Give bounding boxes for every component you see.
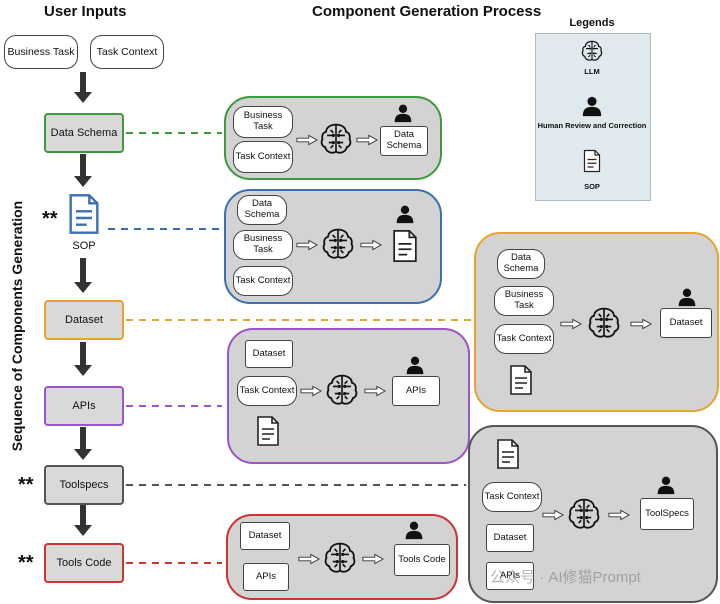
flow-arrow-shaft — [80, 505, 86, 527]
human-review-icon — [656, 475, 676, 495]
step-sop-label: SOP — [72, 240, 96, 252]
user-inputs-heading: User Inputs — [44, 3, 127, 20]
panel-input-task-context: Task Context — [494, 324, 554, 354]
process-heading: Component Generation Process — [312, 3, 542, 20]
arrow-right-icon — [542, 509, 564, 521]
llm-brain-icon — [320, 226, 356, 262]
panel-input-apis: APIs — [486, 562, 534, 590]
step-data-schema: Data Schema — [44, 113, 124, 153]
flow-arrow-head — [74, 176, 92, 187]
legend-sop-label: SOP — [584, 182, 600, 191]
llm-brain-icon — [586, 305, 622, 341]
flow-arrow-head — [74, 525, 92, 536]
flow-arrow-head — [74, 365, 92, 376]
arrow-right-icon — [356, 134, 378, 146]
flow-arrow-shaft — [80, 258, 86, 284]
arrow-right-icon — [362, 553, 384, 565]
panel-input-business-task: Business Task — [494, 286, 554, 316]
sop-doc-icon — [509, 362, 533, 398]
arrow-right-icon — [560, 318, 582, 330]
input-task-context: Task Context — [90, 35, 164, 69]
panel-input-dataset: Dataset — [245, 340, 293, 368]
human-review-icon — [395, 204, 415, 224]
step-tools-code: Tools Code — [44, 543, 124, 583]
human-review-icon — [393, 103, 413, 123]
legend-doc-icon — [583, 147, 601, 175]
panel-input-dataset: Dataset — [486, 524, 534, 552]
arrow-right-icon — [298, 553, 320, 565]
arrow-right-icon — [360, 239, 382, 251]
panel-input-data-schema: Data Schema — [237, 195, 287, 225]
flow-arrow-head — [74, 282, 92, 293]
legend-human-label: Human Review and Correction — [537, 121, 647, 130]
sop-stars: ** — [42, 208, 58, 230]
panel-input-task-context: Task Context — [237, 376, 297, 406]
sop-doc-icon — [496, 436, 520, 472]
panel-input-business-task: Business Task — [233, 106, 293, 138]
panel-input-task-context: Task Context — [233, 141, 293, 173]
step-apis: APIs — [44, 386, 124, 426]
tools-code-stars: ** — [18, 552, 34, 574]
panel-output-tools-code: Tools Code — [394, 544, 450, 576]
human-review-icon — [405, 355, 425, 375]
panel-input-task-context: Task Context — [482, 482, 542, 512]
flow-arrow-shaft — [80, 154, 86, 178]
panel-output-toolspecs: ToolSpecs — [640, 498, 694, 530]
sop-doc-icon — [392, 227, 418, 265]
human-review-icon — [404, 520, 424, 540]
panel-output-dataset: Dataset — [660, 308, 712, 338]
flow-arrow-shaft — [80, 72, 86, 94]
watermark: 公众号 · AI修猫Prompt — [490, 569, 641, 586]
flow-arrow-shaft — [80, 342, 86, 367]
human-review-icon — [677, 287, 697, 307]
arrow-right-icon — [630, 318, 652, 330]
toolspecs-stars: ** — [18, 474, 34, 496]
panel-output-apis: APIs — [392, 376, 440, 406]
llm-brain-icon — [566, 496, 602, 532]
flow-arrow-head — [74, 449, 92, 460]
arrow-right-icon — [300, 385, 322, 397]
input-business-task: Business Task — [4, 35, 78, 69]
llm-brain-icon — [318, 121, 354, 157]
legend-llm-label: LLM — [584, 67, 600, 76]
llm-brain-icon — [322, 540, 358, 576]
step-dataset: Dataset — [44, 300, 124, 340]
legend-brain-icon — [580, 39, 604, 63]
arrow-right-icon — [296, 239, 318, 251]
flow-arrow-head — [74, 92, 92, 103]
panel-input-data-schema: Data Schema — [497, 249, 545, 279]
legend-title: Legends — [569, 17, 615, 29]
panel-input-apis: APIs — [243, 563, 289, 591]
legend-person-icon — [581, 95, 603, 117]
legend-box — [535, 33, 651, 201]
sop-blue-icon — [68, 192, 100, 236]
panel-input-business-task: Business Task — [233, 230, 293, 260]
panel-output-data-schema: Data Schema — [380, 126, 428, 156]
sop-doc-icon — [256, 413, 280, 449]
flow-arrow-shaft — [80, 427, 86, 451]
step-toolspecs: Toolspecs — [44, 465, 124, 505]
panel-input-dataset: Dataset — [240, 522, 290, 550]
panel-input-task-context: Task Context — [233, 266, 293, 296]
arrow-right-icon — [296, 134, 318, 146]
arrow-right-icon — [364, 385, 386, 397]
arrow-right-icon — [608, 509, 630, 521]
llm-brain-icon — [324, 372, 360, 408]
